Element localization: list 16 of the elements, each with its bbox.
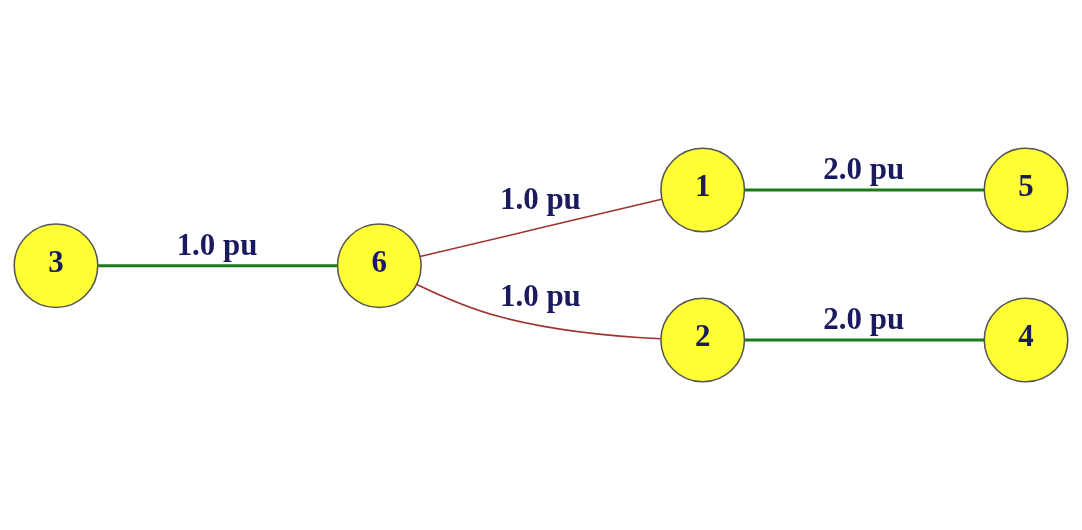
edge-label: 1.0 pu bbox=[176, 226, 258, 262]
edge-label: 2.0 pu bbox=[823, 151, 905, 187]
edge-label: 1.0 pu bbox=[500, 278, 581, 313]
node-circle: 1 bbox=[660, 147, 746, 233]
node-circle: 2 bbox=[660, 297, 746, 383]
node-circle: 5 bbox=[983, 147, 1069, 233]
edge-label: 2.0 pu bbox=[823, 301, 905, 337]
node-circle: 3 bbox=[13, 223, 99, 309]
node-circle: 4 bbox=[983, 297, 1069, 383]
connector bbox=[98, 264, 338, 268]
edge-label: 1.0 pu bbox=[500, 180, 581, 216]
connector bbox=[744, 338, 985, 342]
connector bbox=[419, 198, 663, 258]
node-circle: 6 bbox=[336, 223, 422, 309]
connector bbox=[744, 188, 985, 192]
connector bbox=[416, 283, 662, 340]
